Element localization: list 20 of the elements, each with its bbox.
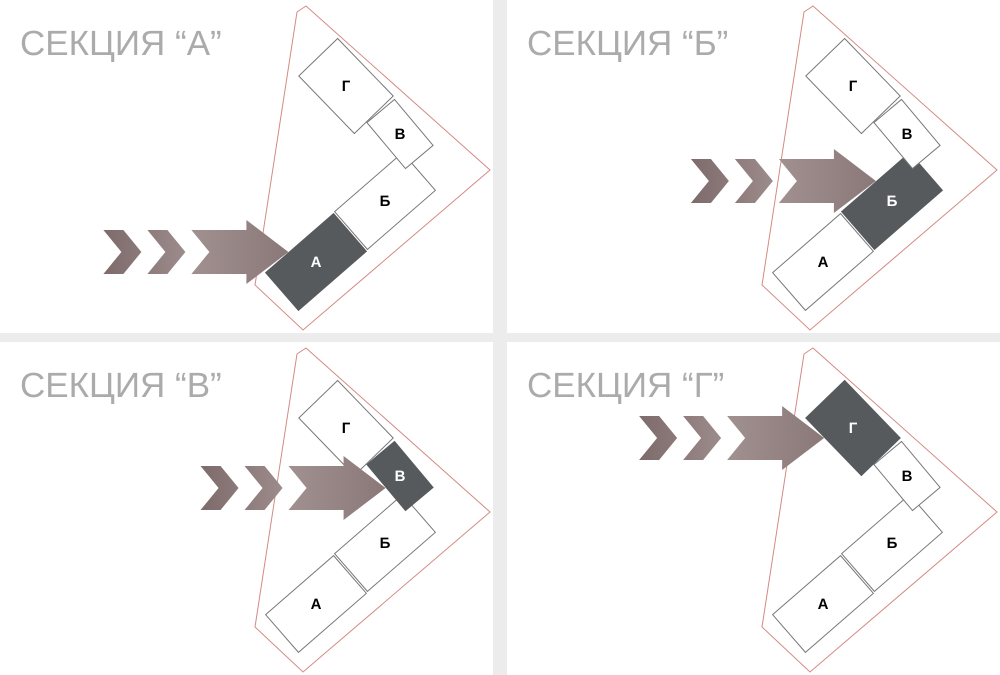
panel: [507, 342, 1000, 675]
chevron-arrow: [639, 406, 824, 470]
section-label: Б: [876, 515, 908, 571]
panel: [507, 0, 1000, 333]
section-label: А: [796, 586, 850, 622]
section-title: СЕКЦИЯ “Б”: [527, 26, 728, 61]
section-label: А: [289, 586, 343, 622]
section-label: Б: [876, 173, 908, 229]
section-title: СЕКЦИЯ “Г”: [527, 368, 724, 403]
chevron-arrow: [200, 456, 386, 520]
section-label: А: [289, 244, 343, 280]
panel: [0, 342, 493, 675]
section-label: А: [796, 244, 850, 280]
chevron-arrow: [690, 149, 876, 213]
section-title: СЕКЦИЯ “В”: [20, 368, 222, 403]
section-title: СЕКЦИЯ “А”: [20, 26, 222, 61]
chevron-arrow: [103, 220, 288, 284]
section-label: Б: [370, 173, 400, 229]
panel: [0, 0, 493, 333]
section-label: Б: [370, 515, 400, 571]
